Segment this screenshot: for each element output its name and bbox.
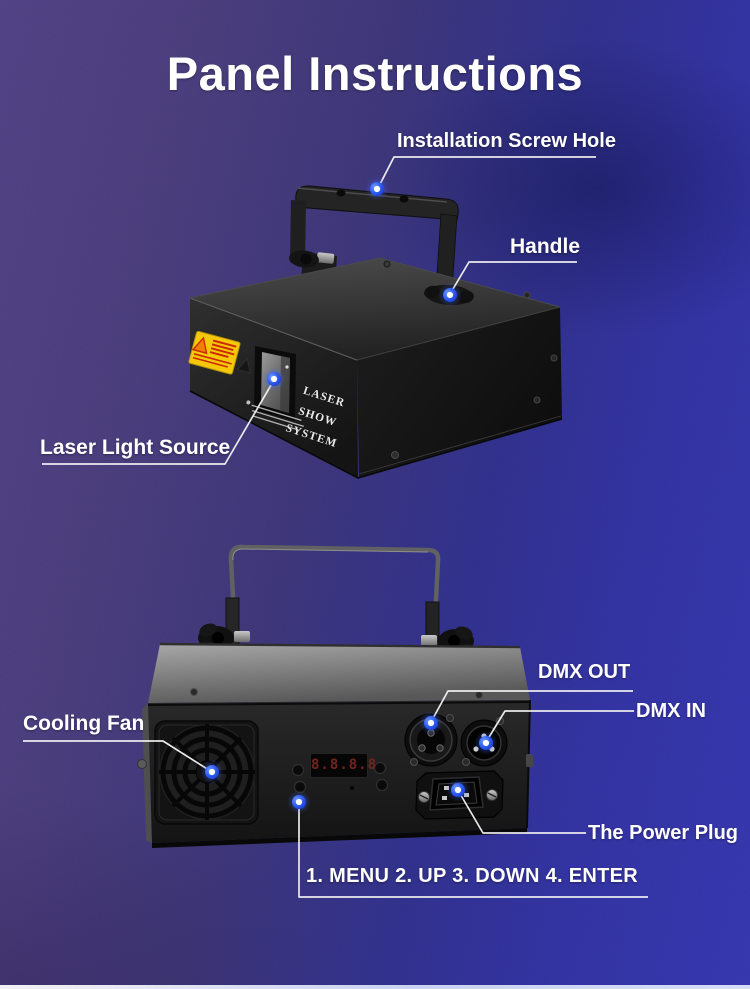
mounting-bracket	[228, 544, 441, 656]
callout-label-power-plug: The Power Plug	[588, 822, 739, 844]
marker-power-plug	[446, 778, 470, 802]
callout-label-cooling-fan: Cooling Fan	[23, 712, 145, 735]
marker-cooling-fan	[200, 760, 224, 784]
screw-hole	[399, 195, 409, 203]
side-nub	[137, 759, 147, 769]
callout-label-handle: Handle	[510, 235, 581, 258]
marker-laser-light-source	[262, 367, 286, 391]
callout-label-dmx-out: DMX OUT	[538, 661, 631, 683]
marker-handle	[438, 283, 462, 307]
marker-menu-buttons	[287, 790, 311, 814]
marker-dmx-out	[419, 711, 443, 735]
screw	[550, 354, 558, 362]
front-view-device	[188, 185, 563, 479]
side-nub	[526, 754, 533, 767]
screw	[523, 291, 531, 299]
screw-hole	[336, 189, 346, 197]
device-top-face	[148, 644, 530, 703]
page-title: Panel Instructions	[166, 47, 584, 100]
callout-label-installation-screw-hole: Installation Screw Hole	[397, 130, 616, 152]
bottom-edge-strip	[0, 985, 750, 989]
callout-label-laser-light-source: Laser Light Source	[40, 436, 231, 459]
back-view-device	[137, 544, 533, 848]
screw	[391, 451, 399, 459]
callout-line-installation-screw-hole	[376, 156, 596, 191]
callout-label-menu-buttons: 1. MENU 2. UP 3. DOWN 4. ENTER	[306, 865, 639, 887]
led-display: 8.8.8.8	[310, 753, 376, 778]
screw	[533, 396, 541, 404]
marker-installation-screw-hole	[365, 177, 389, 201]
marker-dmx-in	[474, 731, 498, 755]
screw	[383, 260, 391, 268]
callout-label-dmx-in: DMX IN	[636, 700, 706, 722]
